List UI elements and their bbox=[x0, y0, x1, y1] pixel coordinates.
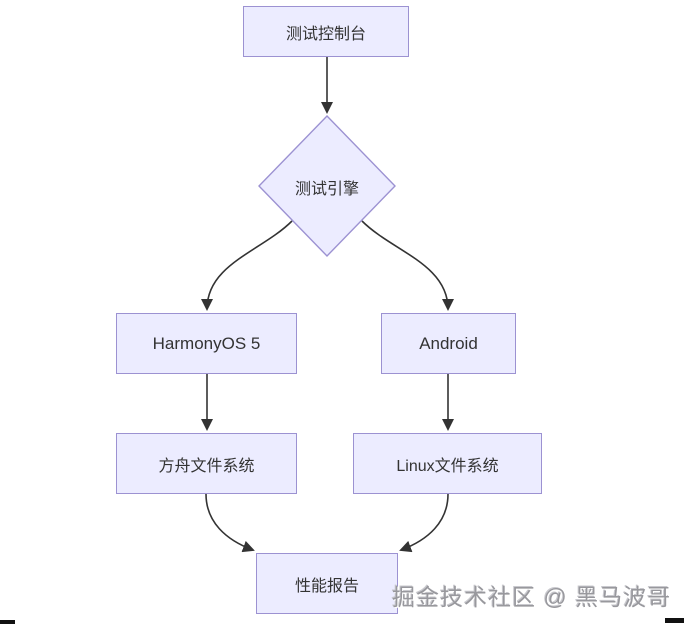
node-performance-report: 性能报告 bbox=[256, 553, 398, 614]
node-harmonyos: HarmonyOS 5 bbox=[116, 313, 297, 374]
node-test-console: 测试控制台 bbox=[243, 6, 409, 57]
node-test-engine-label: 测试引擎 bbox=[294, 181, 359, 198]
node-test-console-label: 测试控制台 bbox=[285, 25, 366, 43]
node-linux-filesystem: Linux文件系统 bbox=[353, 433, 542, 494]
edge-engine-to-android bbox=[361, 220, 454, 311]
node-harmonyos-label: HarmonyOS 5 bbox=[152, 333, 261, 353]
crop-mark-bottom-left bbox=[0, 620, 15, 624]
watermark-text: 掘金技术社区 @ 黑马波哥 bbox=[392, 584, 672, 610]
node-linux-filesystem-label: Linux文件系统 bbox=[396, 457, 499, 475]
decision-diamond-shape bbox=[258, 114, 396, 258]
node-performance-report-label: 性能报告 bbox=[294, 577, 359, 595]
edge-linuxfs-to-report bbox=[399, 493, 449, 553]
node-android: Android bbox=[381, 313, 516, 374]
edge-engine-to-harmony bbox=[201, 220, 293, 311]
node-ark-filesystem-label: 方舟文件系统 bbox=[158, 457, 255, 475]
crop-mark-bottom-right bbox=[665, 618, 684, 623]
edge-arkfs-to-report bbox=[205, 493, 255, 553]
node-ark-filesystem: 方舟文件系统 bbox=[116, 433, 297, 494]
node-android-label: Android bbox=[419, 333, 478, 353]
